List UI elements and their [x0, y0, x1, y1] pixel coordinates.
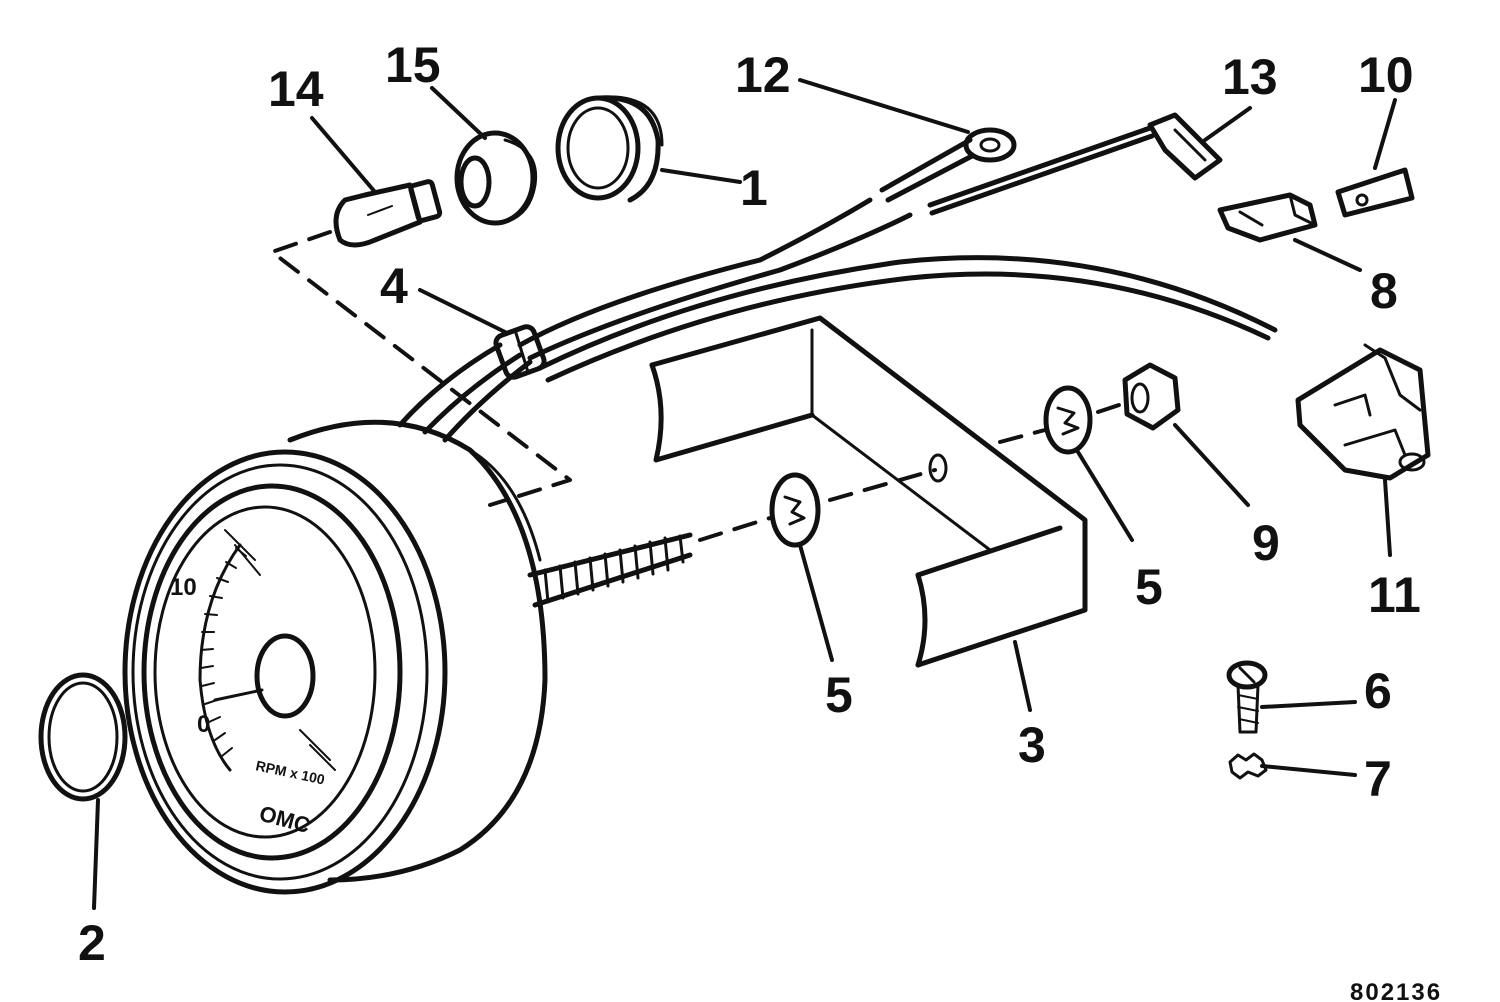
threaded-stud — [527, 532, 693, 608]
dial-brand-label: OMC — [257, 801, 313, 838]
screw-part — [1226, 660, 1268, 734]
lens-ring-part — [38, 672, 128, 802]
dial-units-label: RPM x 100 — [254, 757, 326, 787]
clip-connector-part — [1295, 343, 1431, 481]
star-washer-right-part — [1043, 385, 1093, 455]
callout-part-1: 1 — [740, 160, 768, 216]
figure-number: 802136 — [1350, 979, 1442, 1002]
callout-part-13: 13 — [1222, 49, 1278, 105]
grommet-part — [555, 95, 664, 203]
callout-numbers: 1 2 3 4 5 5 6 7 8 9 10 11 12 13 14 15 — [78, 37, 1421, 971]
callout-part-7: 7 — [1364, 751, 1392, 807]
wire-tie-part — [493, 324, 547, 380]
callout-part-8: 8 — [1370, 263, 1398, 319]
assembly-guide-lines — [270, 230, 1124, 542]
leader-lines — [92, 78, 1397, 910]
callout-part-5-left: 5 — [825, 667, 853, 723]
callout-part-15: 15 — [385, 37, 441, 93]
callout-part-6: 6 — [1364, 663, 1392, 719]
callout-part-14: 14 — [268, 61, 324, 117]
callout-part-5-right: 5 — [1135, 559, 1163, 615]
bulb-part — [333, 179, 443, 248]
tachometer-gauge — [122, 342, 548, 895]
callout-part-10: 10 — [1358, 47, 1414, 103]
wire-harness — [517, 125, 1278, 383]
callout-part-3: 3 — [1018, 717, 1046, 773]
callout-part-2: 2 — [78, 915, 106, 971]
hex-nut-part — [1122, 362, 1181, 431]
bulb-socket-part — [454, 130, 538, 226]
dial-scale-label-0: 0 — [197, 711, 210, 738]
star-washer-left-part — [769, 472, 821, 548]
callout-part-11: 11 — [1368, 567, 1421, 623]
connector-part — [1147, 112, 1223, 181]
lock-washer-part — [1228, 752, 1268, 780]
terminal-block-part — [1217, 192, 1318, 243]
callout-part-12: 12 — [735, 47, 791, 103]
terminal-part — [1335, 167, 1415, 218]
mounting-bracket-part — [649, 315, 1088, 668]
dial-scale-label-10: 10 — [170, 574, 197, 601]
callout-part-4: 4 — [380, 258, 408, 314]
callout-part-9: 9 — [1252, 515, 1280, 571]
